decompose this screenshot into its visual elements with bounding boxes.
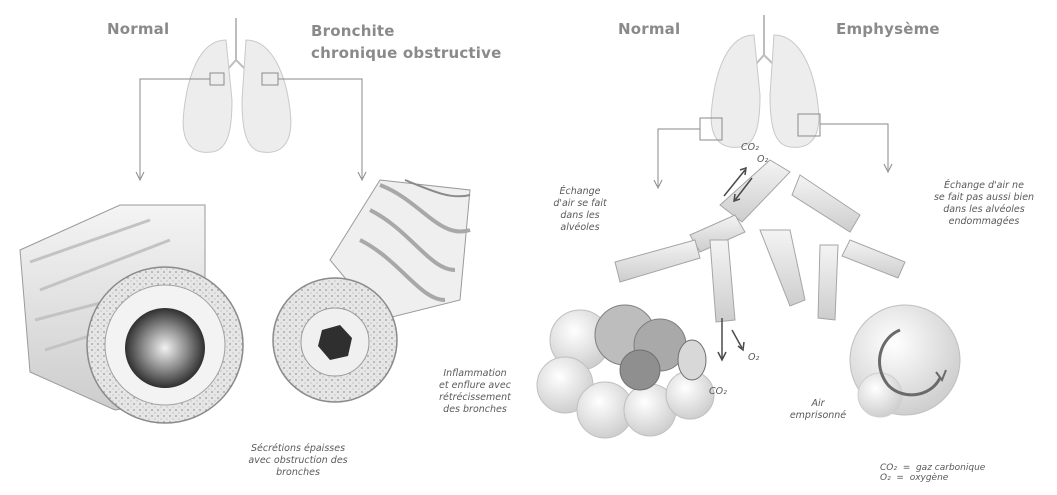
right-normal-label: Normal	[618, 20, 680, 38]
exchange-bad-note-line: endommagées	[915, 216, 1053, 228]
exchange-bad-note-line: se fait pas aussi bien	[915, 192, 1053, 204]
secretions-note-line: avec obstruction des	[228, 455, 368, 467]
copd-title-line2: chronique obstructive	[311, 44, 501, 62]
exchange-ok-note-line: dans les	[540, 210, 620, 222]
legend-row-co2: CO₂ = gaz carbonique	[880, 463, 985, 473]
legend-symbol: CO₂	[880, 463, 897, 473]
damaged-alveolus-illustration	[850, 305, 960, 417]
secretions-note-line: bronches	[228, 467, 368, 479]
legend-meaning: gaz carbonique	[916, 463, 985, 473]
emphysema-title: Emphysème	[836, 20, 940, 38]
legend-meaning: oxygène	[910, 473, 949, 483]
inflammation-note-line: rétrécissement	[425, 392, 525, 404]
healthy-alveoli-illustration	[537, 305, 714, 438]
inflammation-note-line: et enflure avec	[425, 380, 525, 392]
left-normal-label: Normal	[107, 20, 169, 38]
secretions-note-line: Sécrétions épaisses	[228, 443, 368, 455]
right-lungs-icon	[700, 15, 820, 147]
copd-title-line1: Bronchite	[311, 22, 395, 40]
legend-symbol: O₂	[880, 473, 891, 483]
exchange-ok-note-line: alvéoles	[540, 222, 620, 234]
trapped-air-note-line: Air	[778, 398, 858, 410]
left-lungs-icon	[183, 18, 291, 152]
gas-legend: CO₂ = gaz carbonique O₂ = oxygène	[880, 463, 985, 483]
legend-row-o2: O₂ = oxygène	[880, 473, 985, 483]
trapped-air-note: Air emprisonné	[778, 398, 858, 422]
exchange-ok-note-line: d'air se fait	[540, 198, 620, 210]
o2-top-label: O₂	[757, 154, 768, 166]
exchange-bad-note-line: Échange d'air ne	[915, 180, 1053, 192]
inflammation-note: Inflammation et enflure avec rétrécissem…	[425, 368, 525, 416]
exchange-bad-note: Échange d'air ne se fait pas aussi bien …	[915, 180, 1053, 228]
exchange-ok-note-line: Échange	[540, 186, 620, 198]
secretions-note: Sécrétions épaisses avec obstruction des…	[228, 443, 368, 479]
exchange-ok-note: Échange d'air se fait dans les alvéoles	[540, 186, 620, 234]
inflammation-note-line: des bronches	[425, 404, 525, 416]
co2-top-label: CO₂	[741, 142, 759, 154]
normal-bronchus-illustration	[20, 205, 243, 423]
inflammation-note-line: Inflammation	[425, 368, 525, 380]
co2-bottom-label: CO₂	[709, 386, 727, 398]
o2-bottom-label: O₂	[748, 352, 759, 364]
exchange-bad-note-line: dans les alvéoles	[915, 204, 1053, 216]
trapped-air-note-line: emprisonné	[778, 410, 858, 422]
